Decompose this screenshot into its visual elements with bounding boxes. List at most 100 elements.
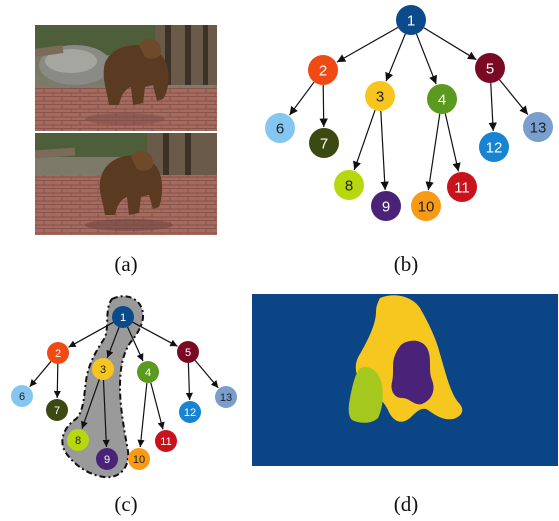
node-label: 5 bbox=[185, 347, 191, 359]
panel-a bbox=[0, 0, 260, 290]
node-label: 6 bbox=[19, 391, 25, 403]
node-circle bbox=[475, 53, 505, 83]
node-label: 8 bbox=[75, 435, 81, 447]
edge-1-2 bbox=[336, 26, 399, 63]
node-label: 9 bbox=[382, 198, 390, 215]
edge-1-4 bbox=[415, 33, 437, 85]
node-circle bbox=[112, 306, 134, 328]
node-label: 8 bbox=[345, 177, 353, 194]
edge-1-5 bbox=[423, 27, 477, 61]
edge-1-3 bbox=[106, 327, 120, 359]
bear-photo-icon bbox=[35, 133, 217, 235]
node-label: 12 bbox=[486, 139, 503, 156]
node-circle bbox=[308, 55, 338, 85]
edge-4-11 bbox=[150, 382, 165, 430]
node-5: 5 bbox=[475, 53, 505, 83]
caption-d: (d) bbox=[393, 492, 419, 516]
node-3: 3 bbox=[365, 81, 395, 111]
edge-2-6 bbox=[29, 361, 52, 388]
node-circle bbox=[179, 401, 201, 423]
node-label: 12 bbox=[184, 407, 196, 419]
node-label: 7 bbox=[320, 135, 328, 152]
node-circle bbox=[128, 448, 150, 470]
node-circle bbox=[396, 5, 426, 35]
edge-4-11 bbox=[444, 113, 461, 172]
node-2: 2 bbox=[47, 342, 69, 364]
node-label: 1 bbox=[120, 312, 126, 324]
node-circle bbox=[479, 132, 509, 162]
edge-3-9 bbox=[380, 110, 389, 191]
node-label: 13 bbox=[220, 392, 232, 404]
edge-2-7 bbox=[319, 84, 328, 128]
node-circle bbox=[427, 84, 457, 114]
node-3: 3 bbox=[92, 358, 114, 380]
node-7: 7 bbox=[46, 399, 68, 421]
caption-c: (c) bbox=[114, 492, 138, 516]
node-10: 10 bbox=[411, 191, 441, 221]
caption-b: (b) bbox=[393, 252, 419, 276]
node-1: 1 bbox=[396, 5, 426, 35]
edge-3-8 bbox=[353, 109, 376, 171]
node-label: 4 bbox=[438, 91, 446, 108]
node-circle bbox=[334, 170, 364, 200]
panel-d bbox=[252, 294, 558, 466]
node-13: 13 bbox=[215, 386, 237, 408]
node-label: 13 bbox=[530, 119, 547, 136]
bear-photo-icon bbox=[35, 25, 217, 131]
bear-frame-top bbox=[35, 25, 217, 131]
edge-3-8 bbox=[80, 379, 100, 429]
node-9: 9 bbox=[96, 448, 118, 470]
node-label: 2 bbox=[55, 348, 61, 360]
node-label: 9 bbox=[104, 454, 110, 466]
node-6: 6 bbox=[11, 385, 33, 407]
node-circle bbox=[96, 448, 118, 470]
purple-region bbox=[391, 340, 434, 405]
node-circle bbox=[47, 342, 69, 364]
node-10: 10 bbox=[128, 448, 150, 470]
node-circle bbox=[411, 191, 441, 221]
node-label: 2 bbox=[319, 62, 327, 79]
node-circle bbox=[92, 358, 114, 380]
edge-5-13 bbox=[499, 79, 529, 115]
node-circle bbox=[177, 341, 199, 363]
node-label: 11 bbox=[454, 179, 470, 196]
node-label: 3 bbox=[376, 88, 384, 105]
node-label: 4 bbox=[145, 367, 151, 379]
node-circle bbox=[46, 399, 68, 421]
node-13: 13 bbox=[523, 112, 553, 142]
edge-1-5 bbox=[132, 321, 178, 347]
node-label: 1 bbox=[407, 12, 415, 29]
edge-5-12 bbox=[488, 82, 497, 132]
node-11: 11 bbox=[155, 430, 177, 452]
node-4: 4 bbox=[427, 84, 457, 114]
edge-4-10 bbox=[137, 382, 148, 448]
node-11: 11 bbox=[447, 172, 477, 202]
edge-1-3 bbox=[385, 33, 406, 82]
node-8: 8 bbox=[67, 429, 89, 451]
node-label: 6 bbox=[276, 120, 284, 137]
node-circle bbox=[11, 385, 33, 407]
segmentation-map bbox=[252, 294, 558, 466]
node-2: 2 bbox=[308, 55, 338, 85]
edge-5-12 bbox=[185, 362, 193, 401]
node-circle bbox=[215, 386, 237, 408]
node-circle bbox=[523, 112, 553, 142]
bear-frame-bottom bbox=[35, 133, 217, 235]
node-circle bbox=[155, 430, 177, 452]
node-label: 10 bbox=[133, 454, 145, 466]
edge-1-4 bbox=[127, 326, 144, 362]
edge-5-13 bbox=[194, 360, 219, 389]
node-circle bbox=[371, 191, 401, 221]
node-label: 10 bbox=[418, 198, 435, 215]
node-circle bbox=[265, 113, 295, 143]
edge-2-6 bbox=[289, 81, 315, 116]
node-label: 7 bbox=[54, 405, 60, 417]
node-1: 1 bbox=[112, 306, 134, 328]
node-9: 9 bbox=[371, 191, 401, 221]
node-circle bbox=[365, 81, 395, 111]
node-4: 4 bbox=[137, 361, 159, 383]
node-label: 5 bbox=[486, 60, 494, 77]
node-12: 12 bbox=[479, 132, 509, 162]
